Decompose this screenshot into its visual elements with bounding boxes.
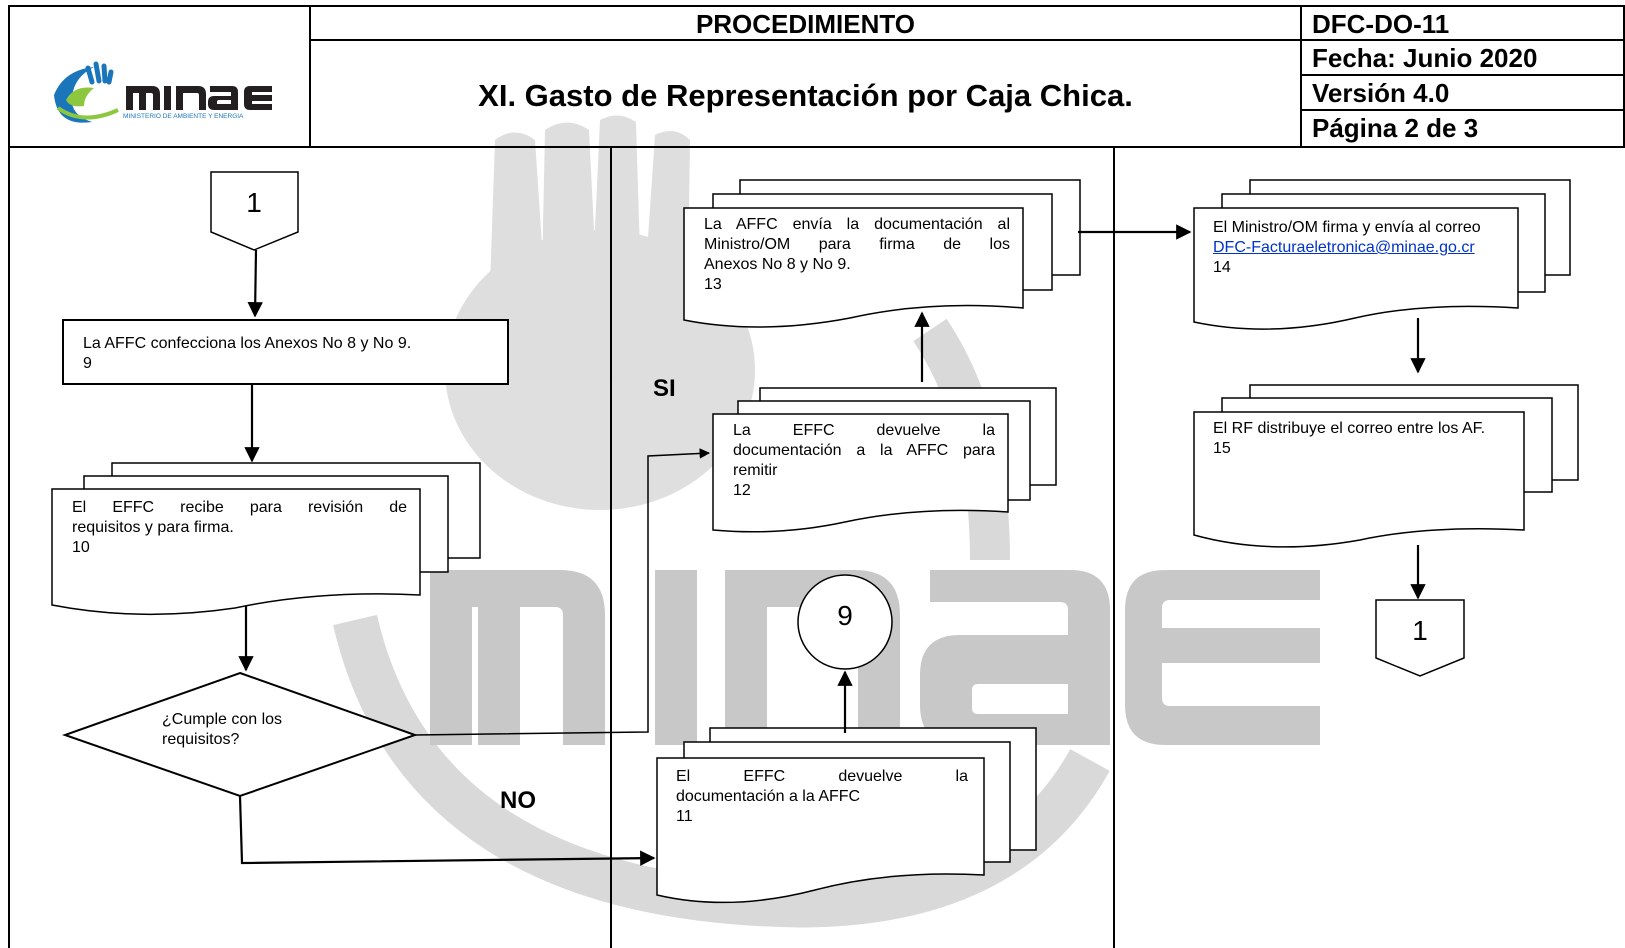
step13-text: La AFFC envía la documentación al Minist… bbox=[704, 215, 1010, 295]
step13-line1: La AFFC envía la documentación al bbox=[704, 215, 1010, 235]
step10-line1: El EFFC recibe para revisión de bbox=[72, 498, 407, 518]
step14-number: 14 bbox=[1213, 258, 1513, 278]
step13-line3: Anexos No 8 y No 9. bbox=[704, 255, 1010, 275]
arrow-connector-to-step9 bbox=[255, 250, 256, 316]
step14-text: El Ministro/OM firma y envía al correo D… bbox=[1213, 218, 1513, 278]
step9-label: La AFFC confecciona los Anexos No 8 y No… bbox=[83, 334, 493, 354]
connector-bottom-label: 1 bbox=[1412, 615, 1428, 646]
decision-text: ¿Cumple con los requisitos? bbox=[162, 710, 362, 750]
decision-line2: requisitos? bbox=[162, 730, 362, 750]
step13-number: 13 bbox=[704, 275, 1010, 295]
step11-text: El EFFC devuelve la documentación a la A… bbox=[676, 767, 968, 827]
step11-line2: documentación a la AFFC bbox=[676, 787, 968, 807]
step15-multidoc bbox=[1194, 385, 1578, 547]
step12-text: La EFFC devuelve la documentación a la A… bbox=[733, 421, 995, 501]
step14-line1: El Ministro/OM firma y envía al correo bbox=[1213, 218, 1513, 238]
step11-number: 11 bbox=[676, 807, 968, 827]
step15-label: El RF distribuye el correo entre los AF. bbox=[1213, 419, 1518, 439]
connector-top-label: 1 bbox=[246, 187, 262, 218]
step12-line2: documentación a la AFFC para bbox=[733, 441, 995, 461]
step11-line1: El EFFC devuelve la bbox=[676, 767, 968, 787]
label-si: SI bbox=[653, 375, 676, 403]
step15-text: El RF distribuye el correo entre los AF.… bbox=[1213, 419, 1518, 459]
step12-number: 12 bbox=[733, 481, 995, 501]
connector-circle-label: 9 bbox=[837, 600, 853, 631]
step10-text: El EFFC recibe para revisión de requisit… bbox=[72, 498, 407, 558]
step13-line2: Ministro/OM para firma de los bbox=[704, 235, 1010, 255]
step15-number: 15 bbox=[1213, 439, 1518, 459]
step9-text: La AFFC confecciona los Anexos No 8 y No… bbox=[83, 334, 493, 374]
step14-email-link[interactable]: DFC-Facturaeletronica@minae.go.cr bbox=[1213, 238, 1513, 258]
label-no: NO bbox=[500, 787, 536, 815]
step10-line2: requisitos y para firma. bbox=[72, 518, 407, 538]
step12-line1: La EFFC devuelve la bbox=[733, 421, 995, 441]
arrow-decision-no bbox=[240, 796, 654, 863]
step12-line3: remitir bbox=[733, 461, 995, 481]
decision-line1: ¿Cumple con los bbox=[162, 710, 362, 730]
step10-number: 10 bbox=[72, 538, 407, 558]
step9-number: 9 bbox=[83, 354, 493, 374]
